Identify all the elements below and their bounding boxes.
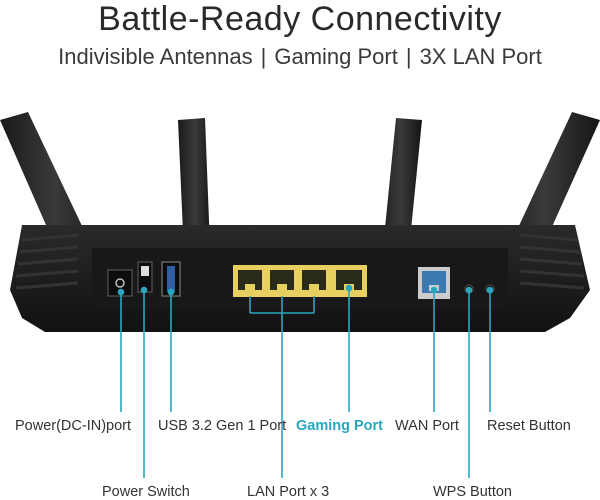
label-wps: WPS Button — [433, 484, 512, 500]
label-lan: LAN Port x 3 — [247, 484, 330, 500]
lan-port-jacks — [238, 270, 362, 290]
feature-lan-port: 3X LAN Port — [419, 44, 542, 69]
dc-in-icon — [115, 278, 125, 288]
callout-lines — [117, 284, 494, 478]
page-title: Battle-Ready Connectivity — [98, 0, 502, 38]
feature-antennas: Indivisible Antennas — [58, 44, 253, 69]
label-power-switch: Power Switch — [102, 484, 190, 500]
right-grille — [519, 233, 585, 290]
label-usb: USB 3.2 Gen 1 Port — [158, 418, 287, 434]
label-wan: WAN Port — [395, 418, 459, 434]
separator: | — [405, 44, 412, 69]
usb-port-tongue — [167, 266, 175, 292]
feature-list: Indivisible Antennas | Gaming Port | 3X LAN … — [0, 44, 600, 70]
label-reset: Reset Button — [487, 418, 571, 434]
separator: | — [260, 44, 267, 69]
label-gaming-port: Gaming Port — [296, 418, 384, 434]
label-power-dc-in: Power(DC-IN)port — [15, 418, 132, 434]
power-switch-knob — [141, 266, 149, 276]
feature-gaming-port: Gaming Port — [274, 44, 398, 69]
left-grille — [15, 233, 79, 290]
